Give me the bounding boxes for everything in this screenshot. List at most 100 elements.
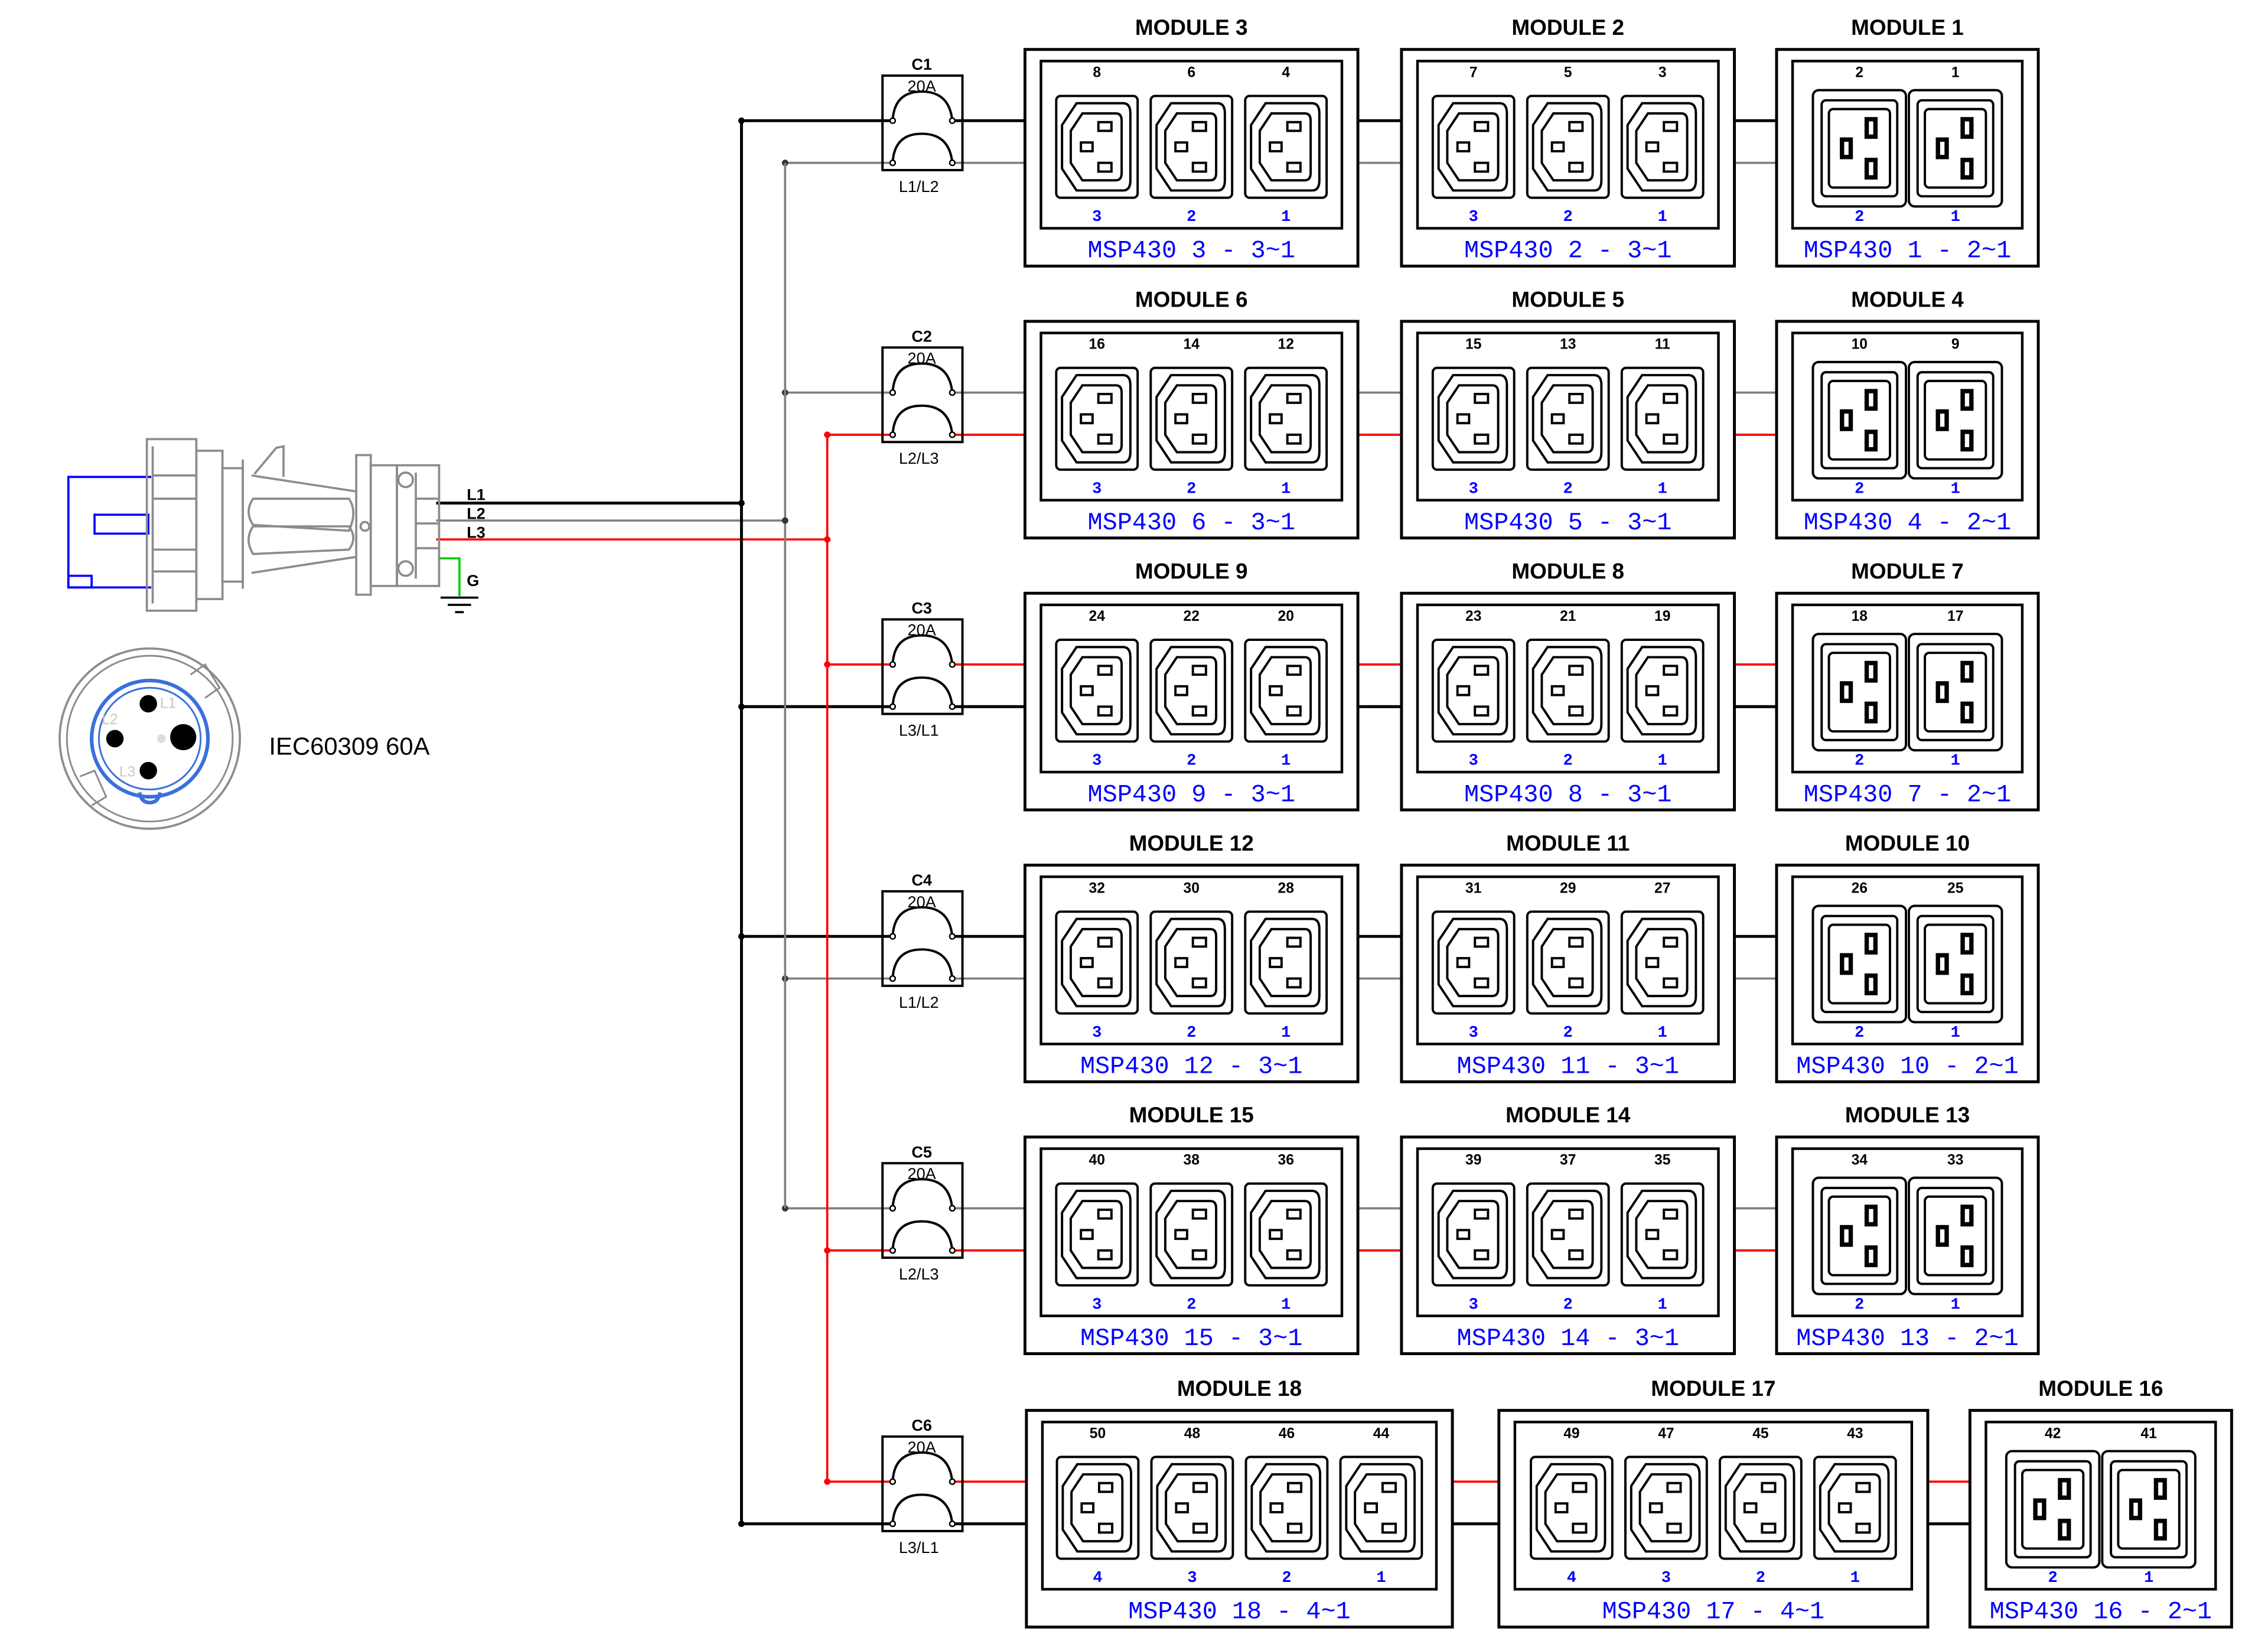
c13-outlet: 73	[1431, 64, 1516, 226]
c13-outlet: 191	[1620, 608, 1705, 770]
module-box	[1497, 1409, 1930, 1629]
outlet-panel	[1984, 1421, 2217, 1591]
ground-wire	[439, 557, 461, 597]
outlet-panel	[1040, 60, 1344, 230]
outlet-position: 3	[1092, 752, 1102, 770]
breaker-contact-icon	[891, 1178, 954, 1209]
outlet-panel	[1040, 875, 1344, 1046]
module-label: MSP430 11 - 3~1	[1456, 1053, 1679, 1081]
outlet-number: 33	[1947, 1152, 1963, 1168]
module-box	[1023, 48, 1360, 268]
outlet-number: 4	[1282, 64, 1290, 80]
outlet-position: 3	[1092, 208, 1102, 226]
outlet-number: 1	[1951, 64, 1960, 80]
outlet-number: 13	[1560, 337, 1576, 353]
breaker-box	[881, 1162, 964, 1259]
outlet-position: 3	[1469, 1024, 1478, 1042]
c13-outlet: 473	[1624, 1425, 1708, 1587]
outlet-position: 3	[1092, 1024, 1102, 1042]
breaker-contact-icon	[891, 362, 954, 393]
module-label: MSP430 7 - 2~1	[1804, 780, 2011, 809]
module-label: MSP430 16 - 2~1	[1990, 1598, 2212, 1626]
c19-outlet: 262	[1811, 880, 1908, 1042]
plug-caption: IEC60309 60A	[269, 732, 429, 760]
outlet-position: 1	[1281, 752, 1291, 770]
breaker-name: C5	[911, 1142, 932, 1161]
c13-outlet: 41	[1244, 64, 1328, 226]
outlet-position: 2	[1187, 208, 1196, 226]
outlet-panel	[1041, 1421, 1438, 1591]
c13-outlet: 212	[1526, 608, 1610, 770]
c13-outlet: 243	[1055, 608, 1139, 770]
outlet-position: 4	[1567, 1569, 1576, 1587]
module-title: MODULE 11	[1506, 831, 1630, 855]
outlet-number: 42	[2045, 1425, 2061, 1441]
module-title: MODULE 2	[1511, 15, 1624, 40]
outlet-position: 1	[1951, 480, 1960, 498]
ground-icon	[440, 596, 478, 614]
breaker-name: C6	[911, 1416, 932, 1434]
junction-dot	[738, 500, 745, 507]
c13-outlet: 121	[1244, 337, 1328, 498]
c13-outlet: 403	[1055, 1152, 1139, 1314]
outlet-number: 48	[1184, 1425, 1200, 1441]
module-label: MSP430 4 - 2~1	[1804, 509, 2011, 537]
plug-head	[67, 476, 152, 589]
module-title: MODULE 9	[1135, 559, 1248, 584]
module-box	[1023, 864, 1360, 1083]
outlet-position: 1	[1951, 1024, 1960, 1042]
outlet-number: 14	[1184, 337, 1200, 353]
outlet-number: 15	[1465, 337, 1481, 353]
outlet-number: 38	[1184, 1152, 1200, 1168]
outlet-position: 2	[1187, 752, 1196, 770]
c13-outlet: 163	[1055, 337, 1139, 498]
outlet-position: 1	[1658, 480, 1667, 498]
outlet-panel	[1791, 1147, 2024, 1317]
outlet-position: 1	[1951, 752, 1960, 770]
outlet-position: 1	[1281, 1295, 1291, 1314]
c13-outlet: 372	[1526, 1152, 1610, 1314]
outlet-position: 1	[2144, 1569, 2153, 1587]
outlet-number: 22	[1184, 608, 1200, 624]
module-title: MODULE 12	[1129, 831, 1254, 855]
pin-l2	[106, 730, 124, 748]
junction-dot	[738, 1520, 745, 1528]
face-label-l1: L1	[160, 696, 176, 712]
c13-outlet: 323	[1055, 880, 1139, 1042]
module-box	[1400, 591, 1736, 812]
module-box	[1775, 48, 2040, 268]
c13-outlet: 132	[1526, 337, 1610, 498]
outlet-panel	[1416, 331, 1720, 502]
outlet-position: 2	[1855, 208, 1864, 226]
outlet-panel	[1416, 603, 1720, 774]
module-box	[1023, 1135, 1360, 1356]
module-title: MODULE 4	[1851, 287, 1964, 311]
outlet-position: 3	[1092, 480, 1102, 498]
junction-dot	[781, 517, 788, 524]
outlet-number: 31	[1465, 880, 1481, 896]
wire-label-l2: L2	[467, 504, 485, 523]
module-title: MODULE 13	[1845, 1103, 1970, 1127]
c13-outlet: 31	[1620, 64, 1705, 226]
outlet-position: 3	[1469, 1295, 1478, 1314]
outlet-number: 7	[1469, 64, 1478, 80]
outlet-number: 43	[1847, 1425, 1863, 1441]
module-label: MSP430 6 - 3~1	[1088, 509, 1295, 537]
breaker-phases: L1/L2	[899, 993, 939, 1011]
breaker-phases: L2/L3	[899, 1265, 939, 1283]
outlet-position: 2	[1855, 1295, 1864, 1314]
breaker-phases: L3/L1	[899, 1538, 939, 1557]
outlet-position: 3	[1187, 1569, 1197, 1587]
outlet-position: 1	[1951, 208, 1960, 226]
module-title: MODULE 16	[2038, 1376, 2163, 1401]
c13-outlet: 452	[1718, 1425, 1803, 1587]
module-label: MSP430 3 - 3~1	[1088, 237, 1295, 265]
